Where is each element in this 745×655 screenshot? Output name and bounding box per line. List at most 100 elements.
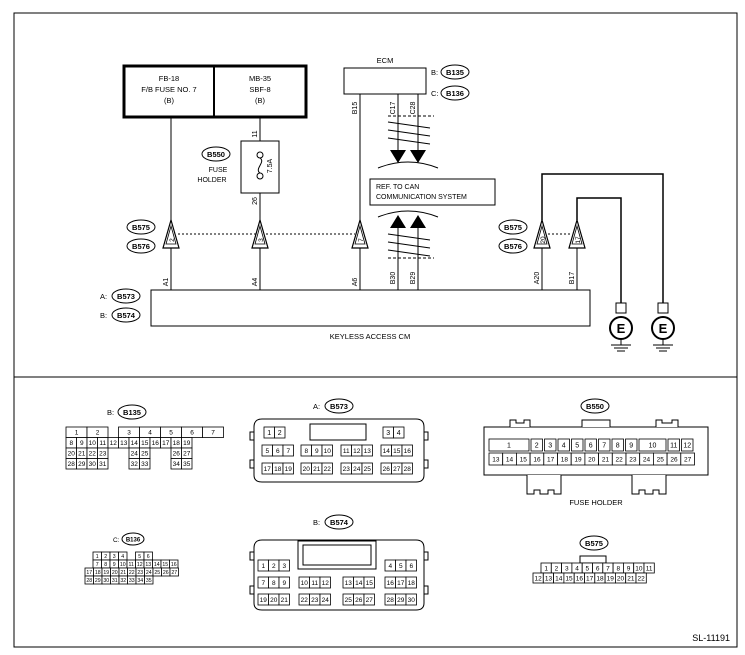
pin-number: 6	[276, 448, 280, 455]
pin-number: 22	[616, 456, 624, 463]
pin-number: 22	[301, 597, 309, 604]
pin-cell	[405, 576, 417, 589]
pin-number: 12	[110, 440, 118, 447]
mb35-line3: (B)	[255, 96, 266, 105]
pin-number: 32	[131, 461, 139, 468]
pin-number: 11	[343, 448, 350, 455]
pin-number: 7	[602, 443, 606, 450]
pin-number: 2	[96, 430, 100, 437]
pin-number: 13	[364, 448, 372, 455]
ground-symbol-right: E	[651, 316, 675, 352]
pin-number: 2	[278, 430, 282, 437]
pin-number: 19	[103, 570, 109, 576]
ecm-box	[343, 67, 427, 95]
pin-number: 12	[353, 448, 361, 455]
pin-cell	[361, 444, 373, 457]
pin-number: 30	[103, 578, 109, 584]
joint-left-1: B575	[132, 223, 150, 232]
pin-number: 8	[104, 562, 107, 568]
pin-number: 23	[629, 456, 637, 463]
keyless-a-connector: B573	[117, 292, 135, 301]
pin-cell	[405, 559, 417, 572]
pin-number: 26	[173, 451, 181, 458]
pin-number: 20	[112, 570, 118, 576]
can-brace-top	[377, 161, 439, 169]
pin-number: 31	[99, 461, 107, 468]
pin-a20: A20	[534, 272, 541, 285]
pin-number: 12	[137, 562, 143, 568]
pin-number: 34	[173, 461, 181, 468]
pin-cell	[530, 438, 543, 452]
pin-number: 7	[211, 430, 215, 437]
pin-number: 27	[366, 597, 374, 604]
pin-number: 5	[586, 565, 590, 572]
arrow-down-right-icon	[410, 150, 426, 163]
pin-number: 29	[95, 578, 101, 584]
pin-number: 10	[301, 580, 309, 587]
svg-text:E: E	[659, 321, 668, 336]
pin-cell	[405, 593, 417, 606]
pin-number: 2	[535, 443, 539, 450]
pin-number: 26	[670, 456, 678, 463]
pin-number: 22	[324, 466, 332, 473]
b574-name: B574	[330, 518, 349, 527]
pin-b15: B15	[352, 102, 359, 115]
pin-number: 26	[163, 570, 169, 576]
pin-number: 14	[383, 448, 391, 455]
pin-number: 32	[120, 578, 126, 584]
pin-cell	[584, 438, 597, 452]
pin-b17: B17	[569, 272, 576, 285]
pin-number: 13	[145, 562, 151, 568]
pin-number: 16	[387, 580, 395, 587]
pin-number: 15	[393, 448, 401, 455]
pin-number: 31	[112, 578, 118, 584]
pin-number: 26	[355, 597, 363, 604]
pin-number: 17	[397, 580, 405, 587]
pin-number: 18	[408, 580, 416, 587]
pin-number: 16	[171, 562, 177, 568]
pin-cell	[202, 426, 224, 438]
b574-housing	[253, 539, 425, 611]
pin-number: 3	[113, 554, 116, 560]
pin-number: 25	[657, 456, 665, 463]
pin-number: 4	[148, 430, 152, 437]
pin-number: 9	[80, 440, 84, 447]
pin-number: 35	[183, 461, 191, 468]
mb35-line1: MB-35	[249, 74, 271, 83]
pin-cell	[144, 575, 154, 585]
pin-number: 19	[607, 575, 615, 582]
pin-number: 18	[274, 466, 282, 473]
pin-number: 17	[264, 466, 272, 473]
pin-b29: B29	[410, 272, 417, 285]
ecm-label: ECM	[377, 56, 394, 65]
pin-number: 20	[270, 597, 278, 604]
pin-number: 7	[286, 448, 290, 455]
pin-number: 6	[409, 563, 413, 570]
pin-cell	[544, 438, 557, 452]
pin-cell	[681, 438, 694, 452]
pin-number: 7	[606, 565, 610, 572]
ecm-b-prefix: B:	[431, 68, 438, 77]
pin-number: 28	[86, 578, 92, 584]
pin-number: 10	[120, 562, 126, 568]
pin-number: 17	[547, 456, 555, 463]
pin-number: 6	[190, 430, 194, 437]
pin-number: 2	[555, 565, 559, 572]
pin-number: 11	[646, 565, 653, 572]
pin-number: 1	[96, 554, 99, 560]
pin-number: 17	[86, 570, 92, 576]
b136-prefix: C:	[113, 537, 120, 544]
pin-cell	[361, 462, 373, 475]
svg-text:3: 3	[258, 238, 265, 242]
pin-cell	[643, 562, 655, 574]
pin-number: 16	[404, 448, 412, 455]
pin-a6: A6	[352, 278, 359, 287]
pin-number: 12	[535, 575, 543, 582]
pin-number: 3	[127, 430, 131, 437]
can-brace-bottom	[377, 210, 439, 218]
pin-number: 21	[602, 456, 610, 463]
keyless-a-prefix: A:	[100, 292, 107, 301]
